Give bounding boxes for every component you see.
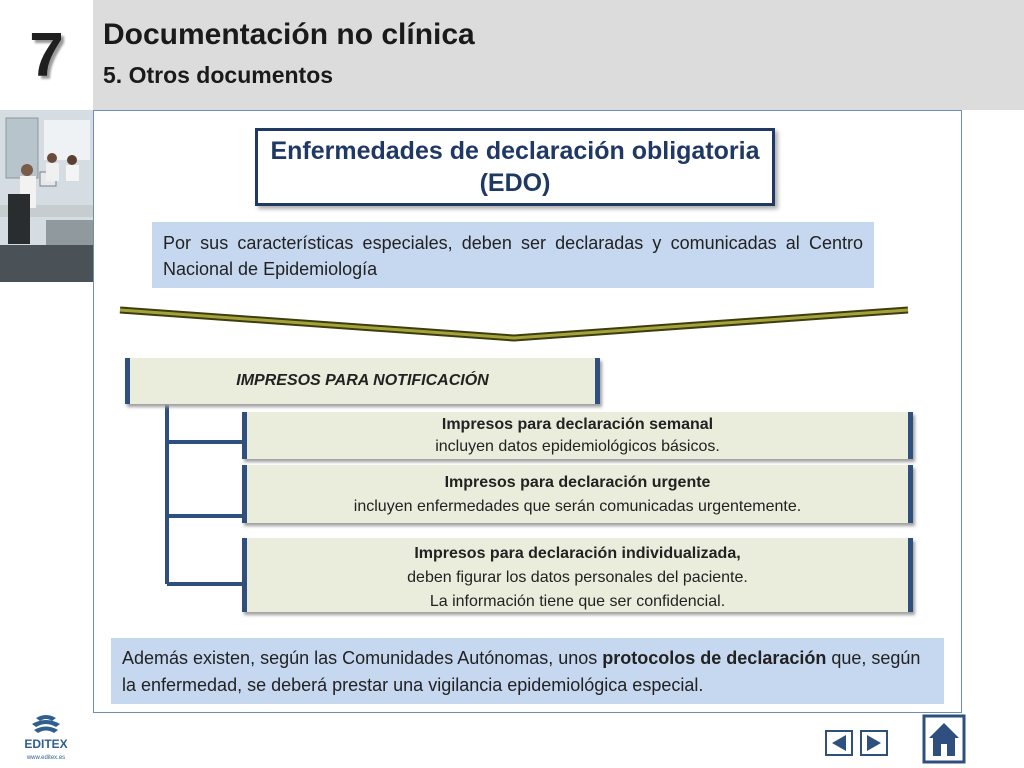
editex-logo: EDITEX www.editex.es: [16, 712, 76, 766]
notification-item-urgent: Impresos para declaración urgente incluy…: [242, 465, 913, 523]
home-icon[interactable]: [922, 714, 966, 764]
notification-item-line: incluyen datos epidemiológicos básicos.: [435, 438, 720, 455]
notification-item-individual: Impresos para declaración individualizad…: [242, 538, 913, 612]
tree-connector-lines: [165, 402, 244, 586]
bottom-text-start: Además existen, según las Comunidades Au…: [122, 648, 603, 668]
header-bar: [93, 0, 1024, 110]
content-frame: [93, 110, 962, 713]
next-arrow-icon[interactable]: [860, 730, 888, 756]
edo-title-line2: (EDO): [479, 169, 551, 197]
notification-item-title: Impresos para declaración individualizad…: [414, 545, 741, 562]
notification-item-title: Impresos para declaración urgente: [444, 474, 711, 491]
notification-item-line: La información tiene que ser confidencia…: [429, 593, 726, 610]
page-subtitle: 5. Otros documentos: [103, 62, 334, 88]
office-photo: [0, 110, 93, 282]
edo-title-line1: Enfermedades de declaración obligatoria: [270, 137, 760, 165]
notification-item-title: Impresos para declaración semanal: [441, 416, 714, 433]
page-title: Documentación no clínica: [103, 18, 475, 51]
notification-item-line: deben figurar los datos personales del p…: [407, 569, 748, 586]
logo-text: EDITEX: [24, 737, 67, 751]
notification-item-line: incluyen enfermedades que serán comunica…: [353, 498, 802, 515]
bottom-text-bold: protocolos de declaración: [602, 648, 827, 668]
intro-text-box: Por sus características especiales, debe…: [152, 222, 874, 288]
logo-url-text: www.editex.es: [26, 755, 65, 761]
bottom-text-box: Además existen, según las Comunidades Au…: [111, 638, 944, 704]
bottom-text-end: que, según la enfermedad, se deberá pres…: [122, 648, 921, 695]
brace-connector: [119, 306, 909, 342]
previous-arrow-icon[interactable]: [825, 730, 853, 756]
chapter-number: 7: [29, 20, 64, 90]
notification-header: IMPRESOS PARA NOTIFICACIÓN: [125, 358, 600, 404]
notification-item-weekly: Impresos para declaración semanal incluy…: [242, 412, 913, 459]
edo-title-box: Enfermedades de declaración obligatoria …: [255, 128, 775, 206]
